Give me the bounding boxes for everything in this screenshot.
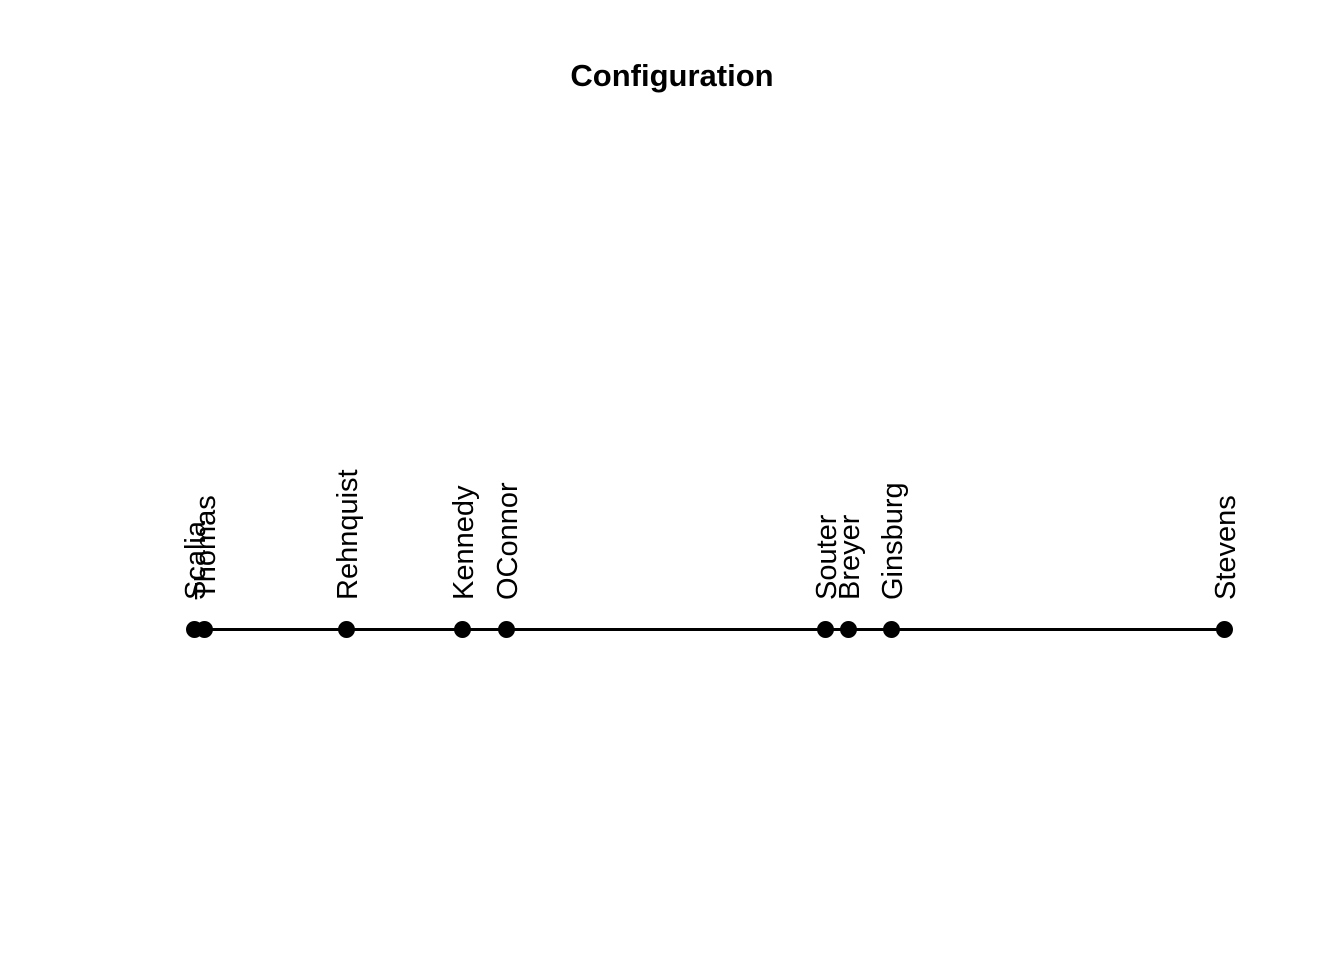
axis-baseline xyxy=(191,628,1227,631)
data-point-marker xyxy=(453,621,471,638)
point-label: Ginsburg xyxy=(877,482,909,600)
point-label: OConnor xyxy=(492,482,524,600)
data-point-marker xyxy=(497,621,515,638)
data-point-marker xyxy=(839,621,857,638)
point-label: Kennedy xyxy=(448,485,480,601)
data-point-marker xyxy=(816,621,834,638)
point-label: Stevens xyxy=(1210,495,1242,600)
data-point-marker xyxy=(1215,621,1233,638)
page-title: Configuration xyxy=(570,58,774,93)
data-point-marker xyxy=(337,621,355,638)
data-point-marker xyxy=(882,621,900,638)
point-label: Rehnquist xyxy=(332,469,364,600)
data-point-marker xyxy=(195,621,213,638)
point-label: Breyer xyxy=(834,514,866,600)
point-label: Thomas xyxy=(190,495,222,600)
